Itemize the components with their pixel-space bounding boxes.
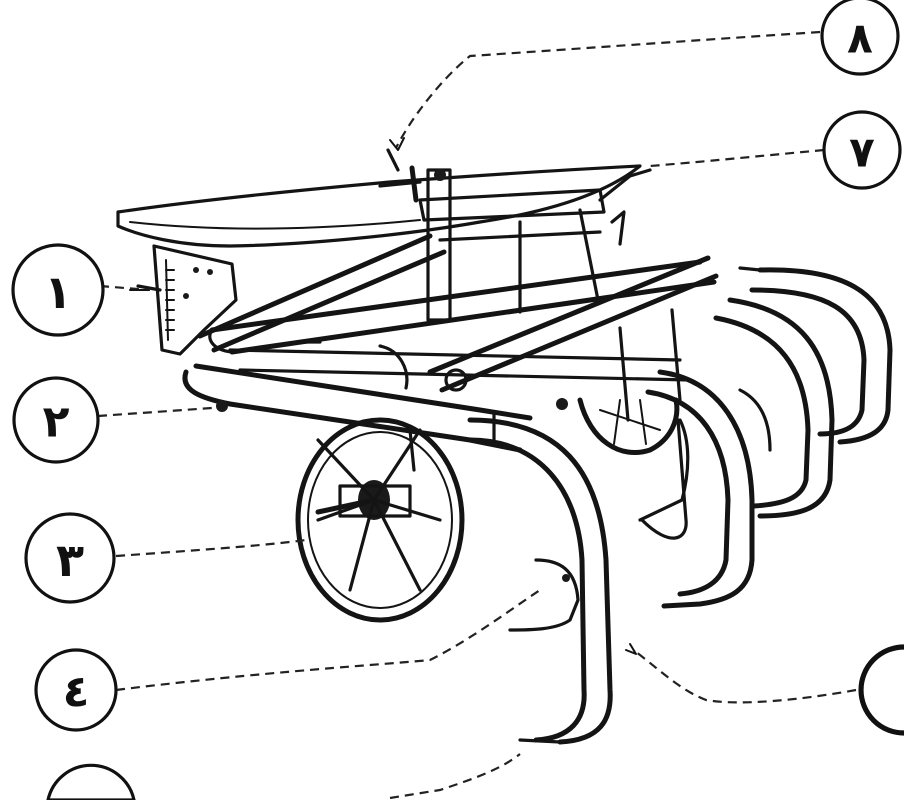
callout-7-label: ٧ bbox=[849, 128, 875, 177]
leader-3 bbox=[115, 538, 307, 558]
control-column bbox=[378, 148, 452, 322]
depth-gauge-quadrant bbox=[136, 244, 238, 356]
callout-8-label: ٨ bbox=[847, 14, 873, 63]
callout-8: ٨ bbox=[820, 0, 900, 76]
leader-8 bbox=[395, 30, 821, 149]
leader-6 bbox=[635, 651, 857, 704]
callout-4-label: ٤ bbox=[63, 667, 90, 718]
upper-frame bbox=[197, 188, 719, 393]
cultivator-illustration bbox=[116, 148, 893, 745]
connectors bbox=[216, 340, 568, 472]
tine-4 bbox=[738, 266, 893, 445]
leader-lines bbox=[97, 30, 857, 800]
tine-front bbox=[467, 412, 613, 745]
callout-7: ٧ bbox=[822, 110, 902, 190]
top-plate bbox=[116, 164, 642, 248]
tine-3 bbox=[713, 297, 835, 519]
rear-wheel bbox=[577, 397, 680, 456]
callout-1: ١ bbox=[11, 243, 105, 337]
callout-6 bbox=[858, 644, 904, 736]
leader-2 bbox=[97, 406, 213, 418]
small-tines bbox=[618, 308, 688, 540]
leader-4 bbox=[115, 589, 541, 692]
leader-7 bbox=[649, 148, 825, 168]
callout-4: ٤ bbox=[34, 648, 118, 732]
callout-2-label: ٢ bbox=[43, 397, 70, 448]
callout-2: ٢ bbox=[12, 376, 100, 464]
callout-5 bbox=[46, 763, 136, 800]
tine-2 bbox=[638, 369, 755, 609]
rear-handle bbox=[598, 168, 652, 246]
callout-3-label: ٣ bbox=[56, 533, 84, 587]
leader-1 bbox=[99, 284, 151, 292]
callout-1-label: ١ bbox=[44, 265, 72, 319]
leader-5 bbox=[389, 753, 521, 800]
front-wheel bbox=[295, 417, 465, 623]
callout-3: ٣ bbox=[24, 512, 116, 604]
